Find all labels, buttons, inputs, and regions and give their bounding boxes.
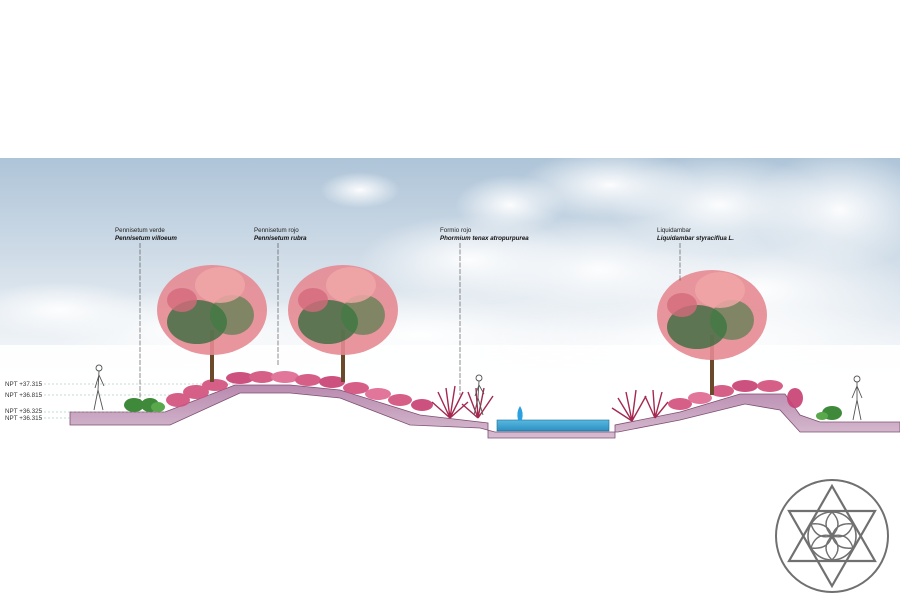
plant-common-name: Pennisetum verde bbox=[115, 227, 165, 234]
level-label-3: NPT +36.325 bbox=[5, 408, 43, 415]
plant-common-name: Formio rojo bbox=[440, 227, 472, 234]
ground-section bbox=[69, 384, 900, 439]
tree-1 bbox=[157, 265, 267, 382]
hexagram-rosette-icon bbox=[775, 479, 889, 593]
human-figures bbox=[93, 364, 863, 421]
plant-scientific-name: Pennisetum rubra bbox=[254, 235, 307, 242]
person-icon bbox=[473, 374, 485, 416]
plant-label-1: Pennisetum verde Pennisetum villoeum bbox=[115, 227, 177, 242]
level-labels: NPT +37.315 NPT +36.815 NPT +36.325 NPT … bbox=[5, 381, 43, 422]
tree-3 bbox=[657, 270, 767, 395]
person-icon bbox=[851, 375, 863, 421]
plant-label-4: Liquidambar Liquidambar styraciflua L. bbox=[657, 227, 734, 242]
fountain-icon bbox=[517, 406, 523, 420]
trees bbox=[157, 265, 767, 395]
phormium-right bbox=[611, 389, 669, 422]
phormium-left bbox=[431, 385, 494, 419]
green-shrub-right bbox=[816, 406, 842, 420]
person-icon bbox=[93, 364, 105, 411]
water-channel bbox=[496, 419, 610, 432]
plant-common-name: Pennisetum rojo bbox=[254, 227, 299, 234]
level-label-1: NPT +37.315 bbox=[5, 381, 43, 388]
level-label-2: NPT +36.815 bbox=[5, 392, 43, 399]
plant-scientific-name: Pennisetum villoeum bbox=[115, 235, 177, 242]
plant-scientific-name: Phormium tenax atropurpurea bbox=[440, 235, 529, 242]
pink-grass-left-berm bbox=[166, 371, 433, 411]
tree-2 bbox=[288, 265, 398, 382]
ornamental-grasses bbox=[124, 371, 842, 422]
soil-profile bbox=[69, 384, 900, 439]
pink-grass-right-berm bbox=[668, 380, 803, 410]
level-label-4: NPT +36.315 bbox=[5, 415, 43, 422]
green-shrub-left bbox=[124, 398, 165, 412]
leader-lines bbox=[139, 243, 681, 400]
plant-common-name: Liquidambar bbox=[657, 227, 691, 234]
plant-label-2: Pennisetum rojo Pennisetum rubra bbox=[254, 227, 307, 242]
plant-scientific-name: Liquidambar styraciflua L. bbox=[657, 235, 734, 242]
sky-background bbox=[0, 150, 900, 390]
plant-label-3: Formio rojo Phormium tenax atropurpurea bbox=[440, 227, 529, 242]
